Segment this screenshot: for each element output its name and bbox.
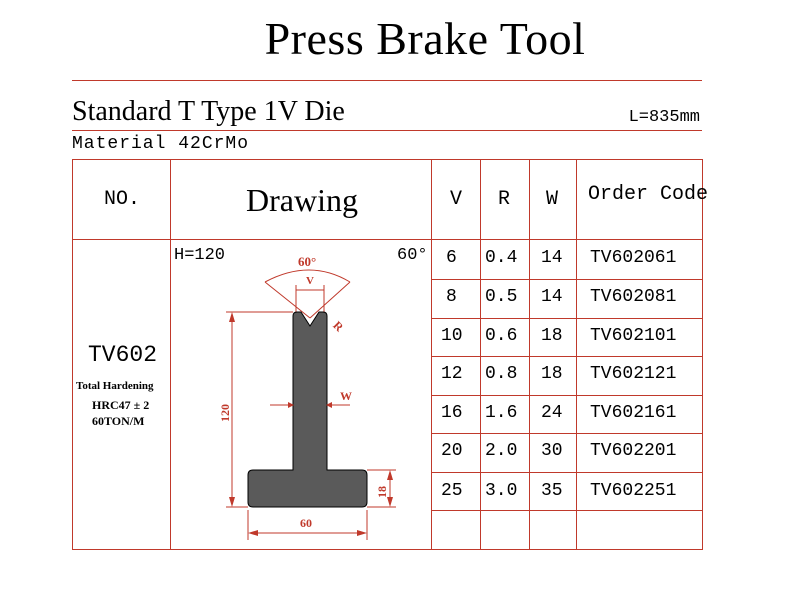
note-tonnage: 60TON/M: [92, 414, 145, 428]
row-divider: [431, 433, 702, 434]
header-v: V: [450, 188, 463, 211]
w-label: W: [340, 389, 352, 403]
cell-r: 3.0: [485, 481, 518, 501]
base-height-label: 18: [375, 486, 389, 498]
cell-r: 1.6: [485, 403, 518, 423]
row-divider: [431, 318, 702, 319]
cell-r: 0.5: [485, 287, 518, 307]
cell-v: 20: [441, 441, 463, 461]
height-label: H=120: [174, 246, 226, 265]
angle-ray-left: [264, 281, 311, 319]
header-r: R: [498, 188, 511, 211]
cell-r: 0.6: [485, 326, 518, 346]
cell-r: 0.8: [485, 364, 518, 384]
row-divider: [431, 472, 702, 473]
height-dim-label: 120: [218, 404, 232, 422]
subtitle: Standard T Type 1V Die: [72, 96, 345, 127]
length-label: L=835mm: [628, 108, 700, 127]
header-no: NO.: [104, 188, 141, 211]
die-body: [247, 311, 368, 508]
row-divider: [431, 356, 702, 357]
cell-w: 35: [541, 481, 563, 501]
cell-v: 25: [441, 481, 463, 501]
title-rule: [72, 80, 702, 81]
cell-w: 24: [541, 403, 563, 423]
col-divider-no: [170, 159, 171, 550]
cell-w: 14: [541, 248, 563, 268]
header-order-code: Order Code: [588, 183, 709, 206]
angle-ray-right: [309, 281, 351, 319]
cell-code: TV602081: [590, 287, 677, 307]
cell-code: TV602161: [590, 403, 677, 423]
row-divider: [431, 510, 702, 511]
cell-w: 18: [541, 326, 563, 346]
row-divider: [431, 279, 702, 280]
base-width-label: 60: [300, 516, 312, 530]
cell-w: 30: [541, 441, 563, 461]
cell-code: TV602061: [590, 248, 677, 268]
row-divider: [431, 395, 702, 396]
subtitle-rule: [72, 130, 702, 131]
top-angle-label: 60°: [298, 254, 316, 269]
page-title: Press Brake Tool: [264, 13, 586, 64]
cell-code: TV602101: [590, 326, 677, 346]
angle-arc: [264, 269, 351, 283]
die-drawing: 60° V R W 120 18 60: [218, 254, 396, 540]
note-hrc: HRC47 ± 2: [92, 398, 150, 412]
col-divider-v: [480, 159, 481, 550]
cell-r: 2.0: [485, 441, 518, 461]
note-hardening: Total Hardening: [76, 380, 154, 392]
table-top-border: [72, 159, 702, 160]
cell-code: TV602121: [590, 364, 677, 384]
cell-code: TV602201: [590, 441, 677, 461]
table-left-border: [72, 159, 73, 550]
cell-w: 18: [541, 364, 563, 384]
model-number: TV602: [88, 342, 158, 368]
r-label: R: [330, 318, 346, 334]
angle-label: 60°: [397, 246, 428, 265]
cell-v: 8: [446, 287, 457, 307]
cell-v: 10: [441, 326, 463, 346]
header-drawing: Drawing: [246, 182, 358, 218]
header-divider: [72, 239, 702, 240]
col-divider-drawing: [431, 159, 432, 550]
table-bottom-border: [72, 549, 702, 550]
header-w: W: [546, 188, 559, 211]
cell-v: 16: [441, 403, 463, 423]
v-label: V: [306, 275, 314, 287]
cell-v: 12: [441, 364, 463, 384]
col-divider-w: [576, 159, 577, 550]
col-divider-r: [529, 159, 530, 550]
cell-r: 0.4: [485, 248, 518, 268]
cell-code: TV602251: [590, 481, 677, 501]
cell-w: 14: [541, 287, 563, 307]
table-right-border: [702, 159, 703, 550]
material-label: Material 42CrMo: [72, 134, 250, 154]
cell-v: 6: [446, 248, 457, 268]
